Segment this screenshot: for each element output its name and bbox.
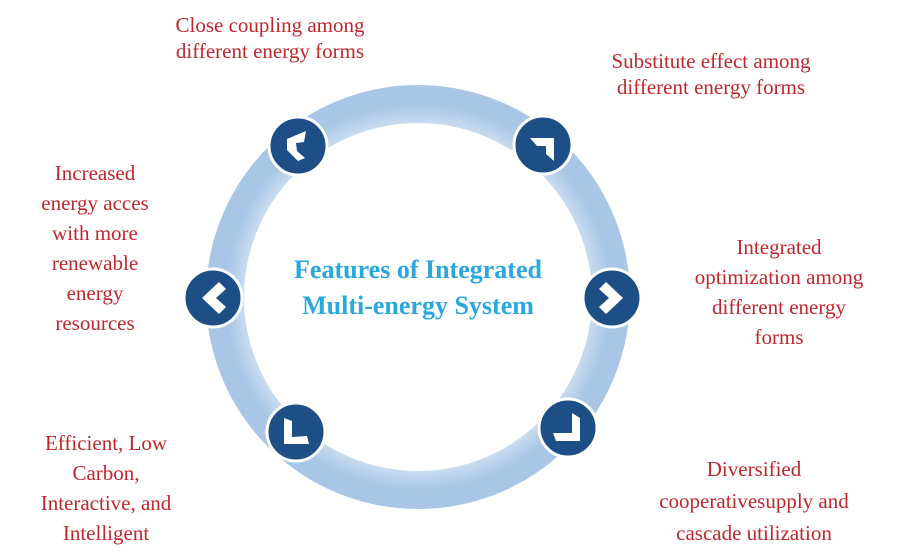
feature-right-line: different energy [712,295,846,319]
arrow-down-right-icon [537,397,599,459]
feature-bottom-right: Diversified cooperativesupply and cascad… [614,453,894,549]
feature-bottom-left-line: Intelligent [62,521,150,545]
feature-bottom-left-line: Efficient, Low [44,431,168,455]
feature-left-line: energy [66,281,124,305]
feature-right: Integrated optimization among different … [656,232,902,352]
feature-left-line: renewable [51,251,139,275]
chevron-left-icon [182,267,244,329]
feature-left-line: Increased [54,161,136,185]
feature-bottom-right-line: cooperativesupply and [659,489,849,513]
feature-bottom-left-line: Interactive, and [40,491,172,515]
center-title-line-2: Multi-energy System [302,291,534,320]
feature-top-left: Close coupling among different energy fo… [120,12,420,64]
feature-right-line: forms [754,325,804,349]
arrow-up-right-icon [512,114,574,176]
arrow-down-left-icon [265,401,327,463]
feature-top-left-line: Close coupling among [175,13,365,37]
feature-bottom-right-line: cascade utilization [676,521,832,545]
feature-right-line: Integrated [736,235,822,259]
feature-left-line: resources [55,311,135,335]
center-title: Features of Integrated Multi-energy Syst… [238,252,598,324]
feature-right-line: optimization among [694,265,864,289]
feature-top-right: Substitute effect among different energy… [556,48,866,100]
feature-top-right-line: Substitute effect among [611,49,811,73]
feature-bottom-left-line: Carbon, [72,461,140,485]
feature-bottom-right-line: Diversified [706,457,802,481]
feature-left: Increased energy acces with more renewab… [10,158,180,338]
chevron-right-icon [581,267,643,329]
arrow-up-left-icon [267,115,329,177]
feature-bottom-left: Efficient, Low Carbon, Interactive, and … [6,428,206,548]
feature-top-right-line: different energy forms [616,75,806,99]
feature-top-left-line: different energy forms [175,39,365,63]
center-title-line-1: Features of Integrated [294,255,542,284]
feature-left-line: with more [52,221,138,245]
feature-left-line: energy acces [41,191,149,215]
